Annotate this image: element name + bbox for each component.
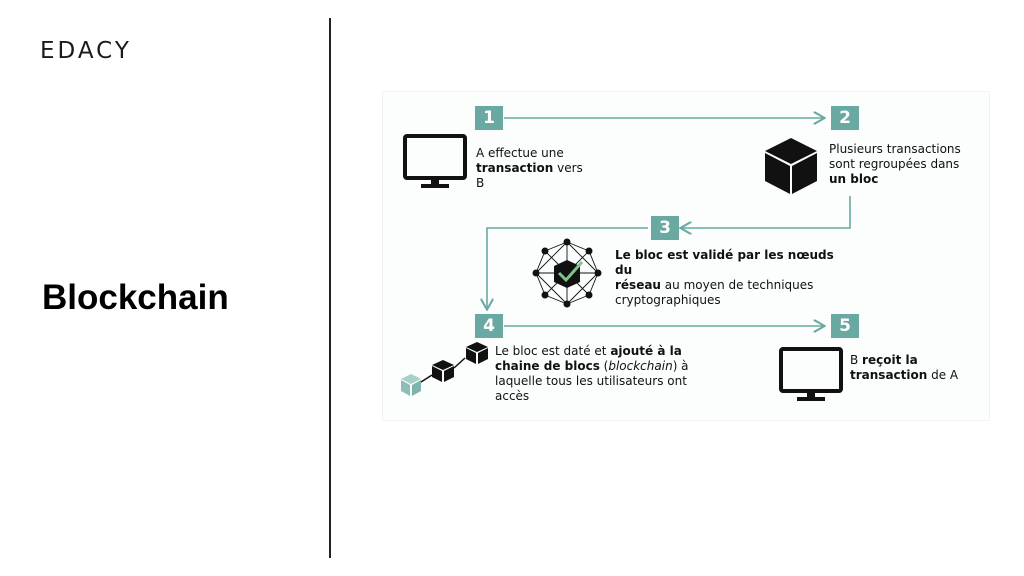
chain-block-new [401,374,421,396]
monitor-icon [403,134,467,188]
monitor-icon [779,347,843,401]
chain-block-2 [432,360,454,382]
step-5-badge: 5 [831,314,859,338]
step-1-badge: 1 [475,106,503,130]
step-2-badge: 2 [831,106,859,130]
step-3-badge: 3 [651,216,679,240]
block-chain-icon [401,342,488,396]
step-4-caption: Le bloc est daté et ajouté à la chaine d… [495,344,689,403]
network-nodes-icon [532,238,602,308]
chain-block-1 [466,342,488,364]
blockchain-process-diagram: 1 2 3 4 5 A effectue une transaction ver… [383,92,989,420]
cube-icon [765,138,817,194]
flow-arrows [383,92,851,420]
step-4-badge: 4 [475,314,503,338]
step-5-caption: B reçoit la transaction de A [850,353,959,382]
arrow-2-to-3 [682,196,851,228]
step-2-caption: Plusieurs transactions sont regroupées d… [829,142,961,186]
slide-title: Blockchain [42,278,229,317]
arrow-3-to-4 [487,227,648,308]
step-1-caption: A effectue une transaction vers B [476,146,583,190]
edacy-logo: EDACY [40,38,132,64]
vertical-divider [329,18,331,558]
